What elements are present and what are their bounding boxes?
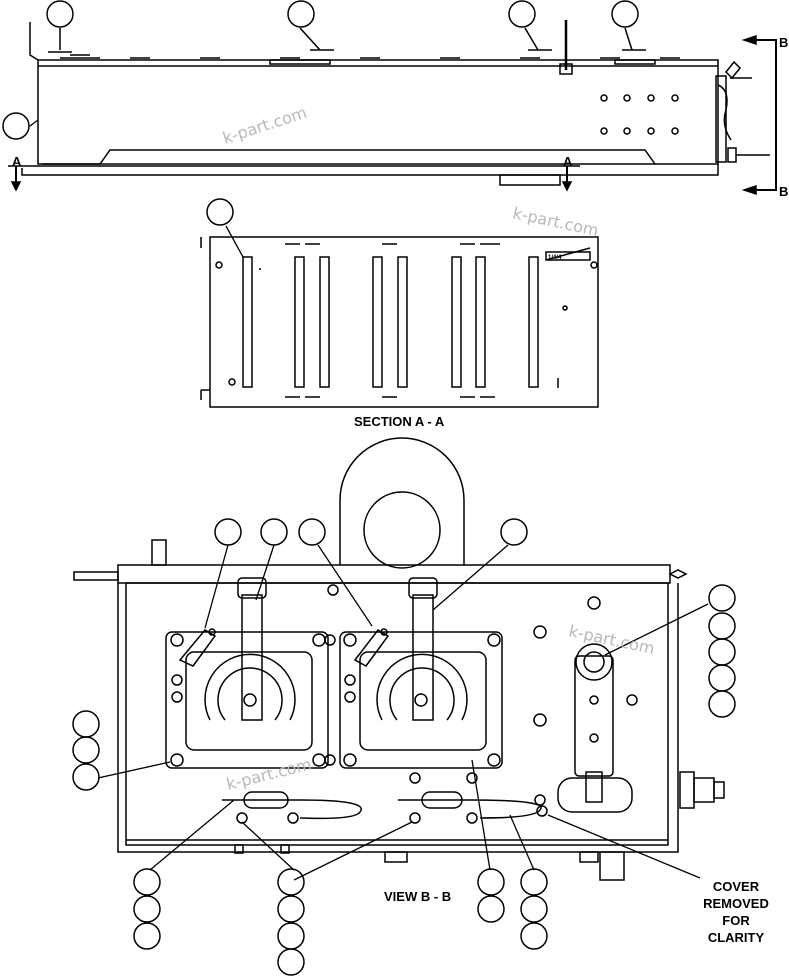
section-marker-b-top: B — [779, 35, 788, 50]
callout-balloon — [708, 690, 736, 718]
top-view-body — [37, 59, 719, 165]
callout-balloon — [611, 0, 639, 28]
cover-clip-right — [398, 799, 542, 819]
callout-balloon — [287, 0, 315, 28]
cover-note-line3: FOR — [722, 913, 750, 928]
callout-balloon — [72, 763, 100, 791]
section-marker-b-bottom: B — [779, 184, 788, 199]
callout-balloon — [277, 948, 305, 976]
callout-balloon — [520, 922, 548, 950]
strap-assembly — [557, 643, 633, 813]
callout-balloon — [260, 518, 288, 546]
switch-plate-right — [339, 577, 503, 769]
callout-balloon — [2, 112, 30, 140]
section-aa-view — [200, 236, 599, 408]
callout-balloon — [500, 518, 528, 546]
callout-balloons — [2, 0, 736, 976]
cover-note-line2: REMOVED — [703, 896, 769, 911]
callout-balloon — [72, 710, 100, 738]
callout-balloon — [708, 638, 736, 666]
enclosure-body — [125, 582, 669, 846]
callout-balloon — [133, 868, 161, 896]
watermark: k-part.com — [567, 621, 656, 658]
cover-note-line1: COVER — [713, 879, 760, 894]
callout-balloon — [708, 584, 736, 612]
watermark: k-part.com — [511, 203, 600, 240]
section-aa-title: SECTION A - A — [354, 414, 445, 429]
top-view-holes — [600, 94, 679, 135]
enclosure-holes — [236, 584, 638, 824]
callout-balloon — [508, 0, 536, 28]
watermark: k-part.com — [220, 103, 309, 148]
callout-balloon — [206, 198, 234, 226]
cover-clip-left — [222, 799, 362, 820]
watermark: k-part.com — [224, 754, 313, 794]
callout-balloon — [708, 664, 736, 692]
callout-balloon — [477, 868, 505, 896]
plate-mark: 1/4/4 — [548, 255, 562, 261]
top-view — [8, 20, 777, 196]
section-aa-slots — [242, 256, 539, 388]
section-marker-a-right: A — [563, 154, 573, 169]
callout-balloon — [298, 518, 326, 546]
cover-note-line4: CLARITY — [708, 930, 765, 945]
callout-balloon — [520, 868, 548, 896]
section-marker-a-left: A — [12, 154, 22, 169]
callout-balloon — [520, 895, 548, 923]
lifting-eye — [339, 437, 465, 565]
callout-balloon — [708, 612, 736, 640]
callout-balloon — [72, 736, 100, 764]
callout-balloon — [277, 895, 305, 923]
callout-balloon — [214, 518, 242, 546]
callout-balloon — [46, 0, 74, 28]
view-bb — [73, 437, 725, 881]
callout-balloon — [133, 895, 161, 923]
view-bb-title: VIEW B - B — [384, 889, 451, 904]
callout-balloon — [477, 895, 505, 923]
callout-balloon — [133, 922, 161, 950]
callout-balloon — [277, 922, 305, 950]
callout-balloon — [277, 868, 305, 896]
switch-plate-left — [165, 577, 329, 769]
leader-lines — [29, 28, 709, 881]
section-aa-plate — [209, 236, 599, 408]
